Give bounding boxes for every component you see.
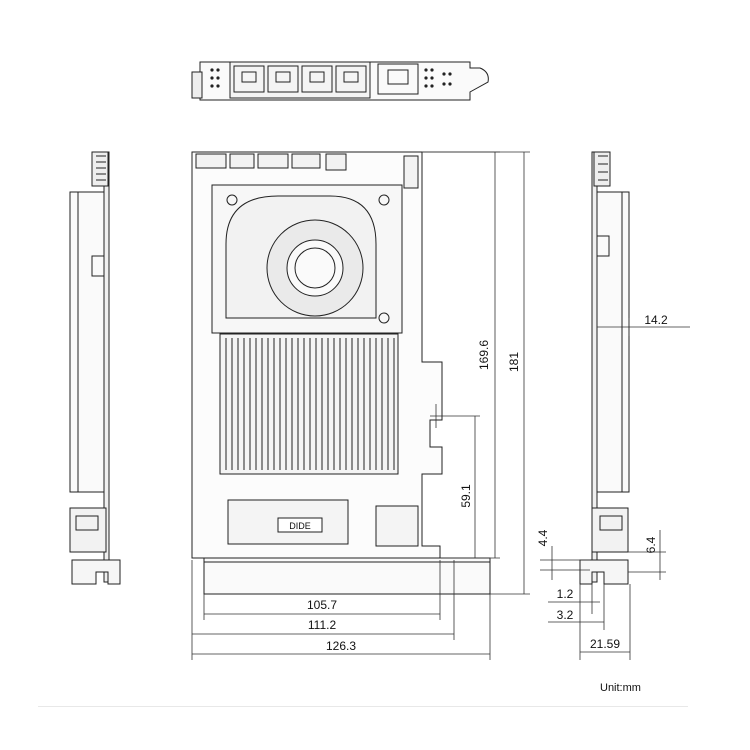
rj45-port-5 <box>377 63 419 95</box>
rj45-port-2 <box>267 65 299 93</box>
right-bracket-foot <box>579 559 629 585</box>
dim-thickness-heatsink: 14.2 <box>644 313 668 327</box>
fan-hub-inner <box>294 247 336 289</box>
bracket-bottom <box>203 557 491 595</box>
dimension-lines <box>191 151 690 660</box>
left-connector-top <box>91 151 109 187</box>
top-headers <box>195 153 419 189</box>
screw-2 <box>378 194 390 206</box>
bracket-left-tab <box>191 71 203 99</box>
chip-marking-box <box>277 517 323 533</box>
dim-side-depth: 21.59 <box>590 637 620 651</box>
unit-label: Unit:mm <box>600 682 641 694</box>
rj45-port-3 <box>301 65 333 93</box>
footer-divider <box>38 706 688 707</box>
dim-height-total: 181 <box>507 352 521 372</box>
dim-width-pcb: 111.2 <box>308 618 337 632</box>
dim-width-bracket-edge: 105.7 <box>307 598 337 612</box>
left-side-view <box>69 151 121 585</box>
sfp-port <box>375 505 419 547</box>
bracket-vent-holes <box>210 68 452 88</box>
left-heatsink-body <box>69 191 105 493</box>
front-view <box>191 151 491 595</box>
left-bracket-foot <box>71 559 121 585</box>
dim-side-offset-a: 4.4 <box>536 529 550 546</box>
right-connector-top <box>593 151 611 187</box>
top-view <box>191 61 489 101</box>
heatsink-fins <box>225 338 395 470</box>
rj45-port-1 <box>233 65 265 93</box>
rj45-port-4 <box>335 65 367 93</box>
left-fan-header <box>91 255 105 277</box>
dim-slot-height: 59.1 <box>459 484 473 508</box>
screw-3 <box>378 312 390 324</box>
port-block-left <box>229 61 371 99</box>
dim-side-offset-b: 6.4 <box>644 536 658 553</box>
heatsink <box>219 333 399 475</box>
right-fan-header <box>596 235 610 257</box>
dim-side-gap-b: 3.2 <box>557 608 574 622</box>
dim-width-total: 126.3 <box>326 639 356 653</box>
dim-height-pcb: 169.6 <box>477 340 491 370</box>
ethernet-ports <box>233 63 419 95</box>
chip-marking: DIDE <box>289 521 311 531</box>
right-side-view <box>579 151 630 585</box>
screw-1 <box>226 194 238 206</box>
right-heatsink-body <box>596 191 630 493</box>
dim-side-gap-a: 1.2 <box>557 587 574 601</box>
